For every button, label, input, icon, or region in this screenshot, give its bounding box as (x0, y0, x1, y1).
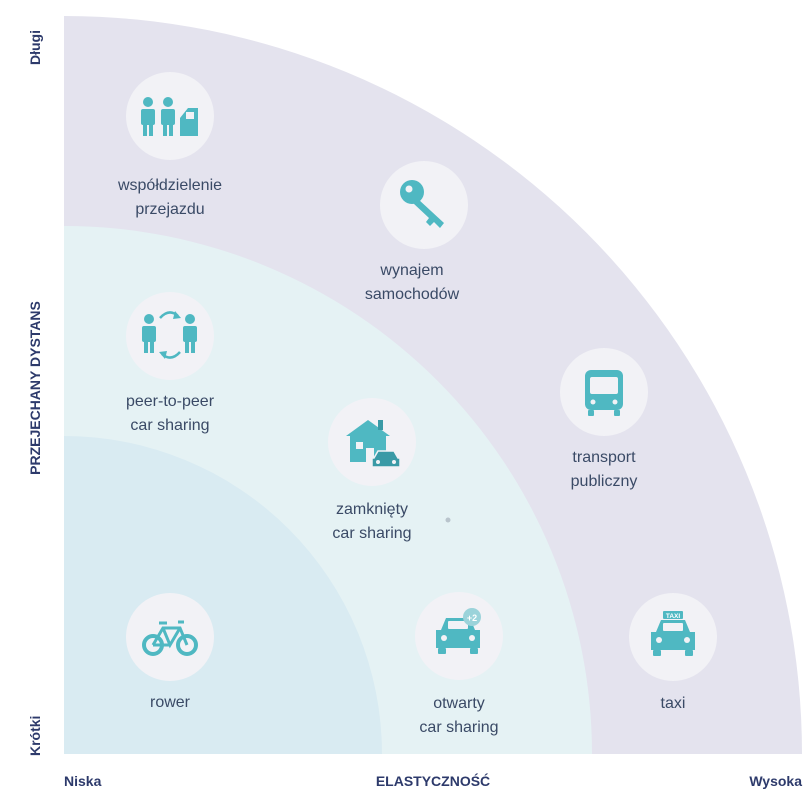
item-closed-line2: car sharing (332, 525, 411, 542)
item-p2p: peer-to-peer car sharing (126, 292, 215, 434)
item-rental-line2: samochodów (365, 286, 460, 303)
y-axis-title: PRZEJECHANY DYSTANS (27, 301, 43, 475)
item-open-line2: car sharing (419, 719, 498, 736)
item-p2p-line2: car sharing (130, 417, 209, 434)
item-bike: rower (126, 593, 214, 711)
car-plus-icon: +2 (436, 608, 481, 654)
item-closed: zamknięty car sharing (328, 398, 416, 542)
people-car-icon (141, 97, 198, 136)
x-axis-right-label: Wysoka (749, 773, 802, 789)
x-axis-title: ELASTYCZNOŚĆ (376, 772, 490, 789)
y-axis-bottom-label: Krótki (27, 716, 43, 756)
item-open: +2 otwarty car sharing (415, 592, 503, 736)
bicycle-icon (142, 620, 198, 656)
item-open-line1: otwarty (433, 695, 485, 712)
item-closed-line1: zamknięty (336, 501, 408, 518)
house-car-icon (346, 420, 401, 468)
item-public: transport publiczny (560, 348, 648, 490)
item-bike-line1: rower (150, 694, 191, 711)
item-public-line2: publiczny (571, 473, 638, 490)
item-rideshare-line2: przejazdu (135, 201, 204, 218)
y-axis-top-label: Długi (27, 30, 43, 65)
decorative-dot (445, 517, 451, 523)
taxi-sign-text: TAXI (666, 613, 681, 620)
item-rental: wynajem samochodów (365, 161, 468, 303)
x-axis-left-label: Niska (64, 773, 102, 789)
item-rideshare-line1: współdzielenie (117, 177, 222, 194)
item-taxi-line1: taxi (661, 695, 686, 712)
item-taxi: TAXI taxi (629, 593, 717, 712)
item-rental-line1: wynajem (379, 262, 443, 279)
item-rideshare: współdzielenie przejazdu (117, 72, 222, 218)
key-icon (400, 180, 444, 228)
plus-badge (463, 608, 481, 626)
bus-icon (585, 370, 623, 416)
people-exchange-icon (142, 311, 197, 359)
taxi-sign (663, 611, 683, 619)
plus-badge-text: +2 (467, 613, 477, 623)
item-p2p-line1: peer-to-peer (126, 393, 215, 410)
item-public-line1: transport (572, 449, 636, 466)
taxi-icon: TAXI (651, 611, 695, 656)
inner-band (64, 436, 382, 754)
